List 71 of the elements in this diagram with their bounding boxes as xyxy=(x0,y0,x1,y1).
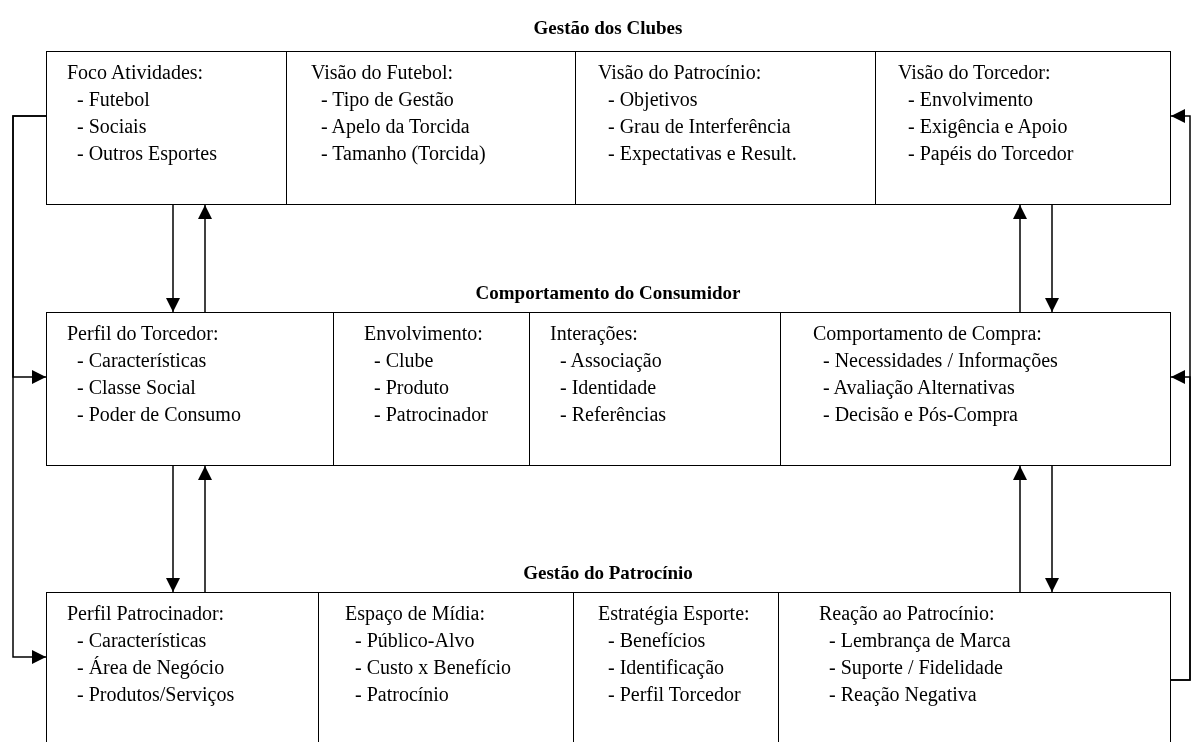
box-heading: Estratégia Esporte: xyxy=(598,601,750,627)
category-box xyxy=(780,312,1171,466)
list-item: - Patrocinador xyxy=(374,402,488,427)
section-title: Gestão do Patrocínio xyxy=(523,560,693,585)
list-item: - Classe Social xyxy=(77,375,196,400)
list-item: - Tipo de Gestão xyxy=(321,87,454,113)
list-item: - Identidade xyxy=(560,375,657,400)
list-item: - Tamanho (Torcida) xyxy=(321,141,486,167)
category-box xyxy=(875,51,1171,205)
category-box xyxy=(46,51,287,205)
category-box xyxy=(286,51,576,205)
arrow xyxy=(1013,204,1027,313)
list-item: - Características xyxy=(77,348,207,373)
arrow xyxy=(12,115,47,664)
list-item: - Necessidades / Informações xyxy=(823,348,1058,374)
arrow xyxy=(198,204,212,313)
box-heading: Interações: xyxy=(550,321,638,347)
arrow xyxy=(1045,465,1059,593)
arrow xyxy=(1170,109,1191,681)
box-heading: Comportamento de Compra: xyxy=(813,321,1042,347)
section-title: Comportamento do Consumidor xyxy=(475,280,741,305)
category-box xyxy=(46,592,319,742)
list-item: - Poder de Consumo xyxy=(77,402,241,427)
category-box xyxy=(46,312,334,466)
list-item: - Envolvimento xyxy=(908,87,1033,112)
box-heading: Visão do Futebol: xyxy=(311,60,454,85)
list-item: - Clube xyxy=(374,348,434,373)
list-item: - Reação Negativa xyxy=(829,682,977,708)
box-heading: Perfil do Torcedor: xyxy=(67,321,219,346)
list-item: - Produto xyxy=(374,375,449,400)
box-heading: Envolvimento: xyxy=(364,321,483,346)
section-title: Gestão dos Clubes xyxy=(533,15,683,40)
list-item: - Lembrança de Marca xyxy=(829,628,1011,654)
list-item: - Referências xyxy=(560,402,667,427)
box-heading: Foco Atividades: xyxy=(67,60,204,85)
list-item: - Objetivos xyxy=(608,87,698,113)
arrow xyxy=(166,465,180,593)
category-box xyxy=(333,312,530,466)
list-item: - Patrocínio xyxy=(355,682,449,707)
list-item: - Custo x Benefício xyxy=(355,655,512,680)
list-item: - Associação xyxy=(560,348,662,374)
list-item: - Apelo da Torcida xyxy=(321,114,470,140)
box-heading: Visão do Patrocínio: xyxy=(598,60,762,85)
list-item: - Grau de Interferência xyxy=(608,114,791,139)
list-item: - Suporte / Fidelidade xyxy=(829,655,1003,681)
list-item: - Sociais xyxy=(77,114,147,139)
list-item: - Características xyxy=(77,628,207,653)
list-item: - Papéis do Torcedor xyxy=(908,141,1074,167)
list-item: - Benefícios xyxy=(608,628,706,653)
list-item: - Exigência e Apoio xyxy=(908,114,1068,140)
list-item: - Perfil Torcedor xyxy=(608,682,741,707)
list-item: - Produtos/Serviços xyxy=(77,682,235,708)
box-heading: Visão do Torcedor: xyxy=(898,60,1051,85)
category-box xyxy=(575,51,876,205)
box-heading: Reação ao Patrocínio: xyxy=(819,601,995,627)
box-heading: Espaço de Mídia: xyxy=(345,601,485,627)
arrow xyxy=(1013,465,1027,593)
list-item: - Avaliação Alternativas xyxy=(823,375,1015,401)
arrow xyxy=(1045,204,1059,313)
box-heading: Perfil Patrocinador: xyxy=(67,601,225,626)
list-item: - Decisão e Pós-Compra xyxy=(823,402,1018,428)
list-item: - Área de Negócio xyxy=(77,655,225,681)
list-item: - Identificação xyxy=(608,655,725,681)
list-item: - Expectativas e Result. xyxy=(608,141,797,167)
list-item: - Futebol xyxy=(77,87,150,112)
arrow xyxy=(166,204,180,313)
list-item: - Público-Alvo xyxy=(355,628,475,653)
list-item: - Outros Esportes xyxy=(77,141,217,167)
category-box xyxy=(778,592,1171,742)
category-box xyxy=(529,312,781,466)
arrow xyxy=(198,465,212,593)
